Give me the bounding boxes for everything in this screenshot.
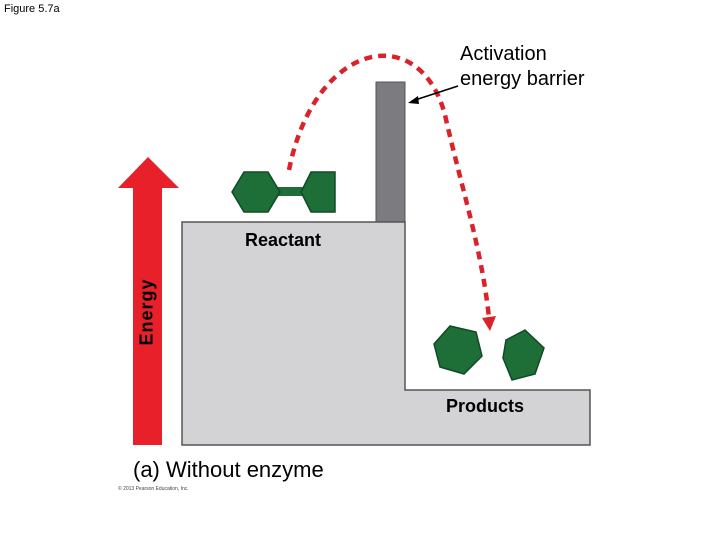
barrier-pointer-head	[408, 96, 419, 104]
activation-barrier-label-line2: energy barrier	[460, 68, 585, 90]
energy-step-shape	[181, 221, 591, 446]
activation-barrier	[375, 81, 406, 223]
reactant-label: Reactant	[245, 230, 322, 250]
reaction-path-arrowhead	[482, 316, 496, 331]
energy-axis-label: Energy	[136, 278, 157, 346]
panel-caption: (a) Without enzyme	[133, 457, 324, 482]
energy-arrow	[118, 157, 179, 445]
activation-barrier-label-line1: Activation	[460, 43, 547, 65]
product-molecule-icon	[433, 325, 545, 381]
reaction-path	[286, 53, 492, 319]
product-hexagon-right	[502, 329, 545, 381]
energy-arrow-head	[118, 157, 179, 188]
products-label: Products	[446, 396, 525, 416]
reactant-hexagon-left	[231, 171, 281, 213]
reactant-molecule-icon	[231, 171, 336, 213]
activation-barrier-label: Activation energy barrier	[460, 42, 660, 92]
reactant-bond	[276, 187, 305, 196]
product-hexagon-left	[433, 325, 483, 375]
reactant-hexagon-right	[300, 171, 336, 213]
copyright-notice: © 2013 Pearson Education, Inc.	[118, 486, 189, 492]
energy-arrow-shaft	[133, 186, 162, 445]
figure-label: Figure 5.7a	[4, 3, 60, 15]
barrier-pointer-line	[411, 85, 459, 102]
